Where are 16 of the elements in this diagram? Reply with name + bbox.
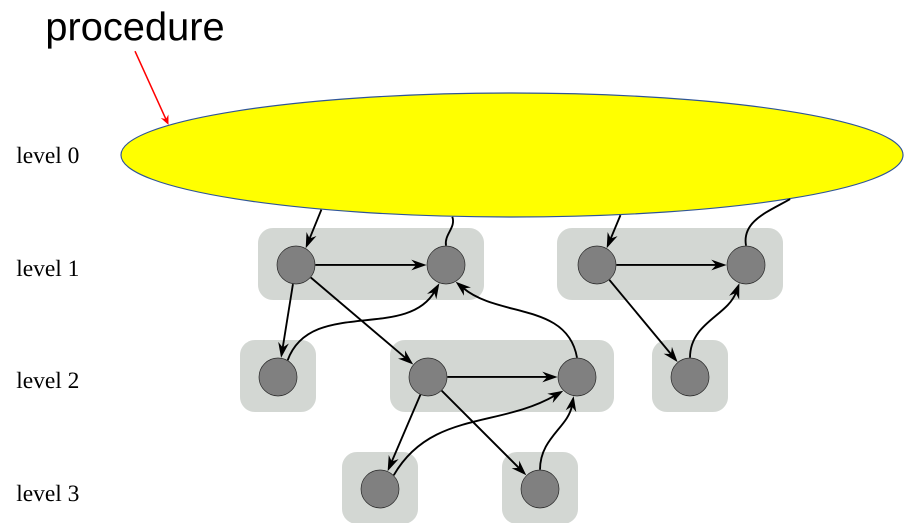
level-label: level 3 — [16, 484, 78, 502]
graph-node — [276, 246, 316, 284]
graph-node — [578, 246, 616, 284]
graph-node — [426, 246, 466, 284]
graph-node — [670, 358, 710, 396]
procedure-ellipse — [120, 92, 904, 218]
graph-node — [408, 358, 448, 396]
level-label: level 1 — [16, 260, 78, 276]
graph-node — [558, 358, 596, 396]
graph-node — [258, 358, 298, 396]
level-label: level 2 — [16, 372, 78, 388]
callout-text: procedure — [48, 11, 223, 49]
graph-node — [520, 470, 560, 508]
graph-node — [360, 470, 400, 508]
level-label: level 0 — [16, 146, 78, 164]
graph-node — [726, 246, 766, 284]
